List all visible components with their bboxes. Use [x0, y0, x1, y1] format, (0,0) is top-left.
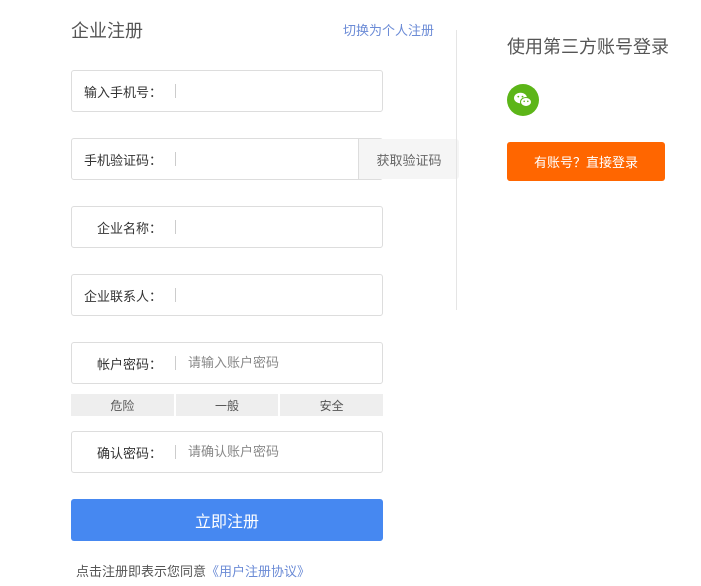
wechat-icon	[514, 92, 532, 107]
agreement-prefix: 点击注册即表示您同意	[76, 565, 207, 580]
separator	[175, 84, 176, 98]
sms-code-input[interactable]	[176, 139, 358, 179]
separator	[175, 220, 176, 234]
phone-label: 输入手机号：	[83, 85, 162, 101]
login-button[interactable]: 有账号？直接登录	[507, 142, 665, 181]
contact-input[interactable]	[176, 275, 382, 315]
register-button[interactable]: 立即注册	[71, 499, 383, 541]
sms-code-field: 手机验证码： 获取验证码	[71, 138, 459, 180]
strength-strong: 安全	[280, 394, 384, 416]
strength-medium: 一般	[175, 394, 279, 416]
separator	[175, 152, 176, 166]
separator	[175, 356, 176, 370]
switch-personal-link[interactable]: 切换为个人注册	[343, 24, 435, 39]
confirm-password-field: 确认密码：	[71, 431, 383, 473]
phone-field: 输入手机号：	[71, 70, 383, 112]
page-title: 企业注册	[71, 21, 143, 42]
confirm-password-label: 确认密码：	[96, 446, 162, 462]
vertical-divider	[456, 30, 457, 310]
agreement-link[interactable]: 《用户注册协议》	[206, 565, 311, 580]
agreement-text: 点击注册即表示您同意《用户注册协议》	[76, 561, 310, 580]
separator	[175, 445, 176, 459]
third-party-login-title: 使用第三方账号登录	[507, 37, 669, 58]
password-input[interactable]	[176, 343, 382, 383]
contact-label: 企业联系人：	[83, 289, 162, 305]
company-name-field: 企业名称：	[71, 206, 383, 248]
password-strength-meter: 危险 一般 安全	[71, 394, 384, 416]
company-name-label: 企业名称：	[96, 221, 162, 237]
separator	[175, 288, 176, 302]
wechat-login-button[interactable]	[507, 84, 539, 116]
password-label: 帐户密码：	[96, 357, 162, 373]
password-field: 帐户密码：	[71, 342, 383, 384]
get-code-button[interactable]: 获取验证码	[358, 139, 459, 179]
contact-field: 企业联系人：	[71, 274, 383, 316]
strength-weak: 危险	[71, 394, 174, 416]
phone-input[interactable]	[176, 71, 382, 111]
confirm-password-input[interactable]	[176, 432, 382, 472]
company-name-input[interactable]	[176, 207, 382, 247]
sms-code-label: 手机验证码：	[83, 153, 162, 169]
